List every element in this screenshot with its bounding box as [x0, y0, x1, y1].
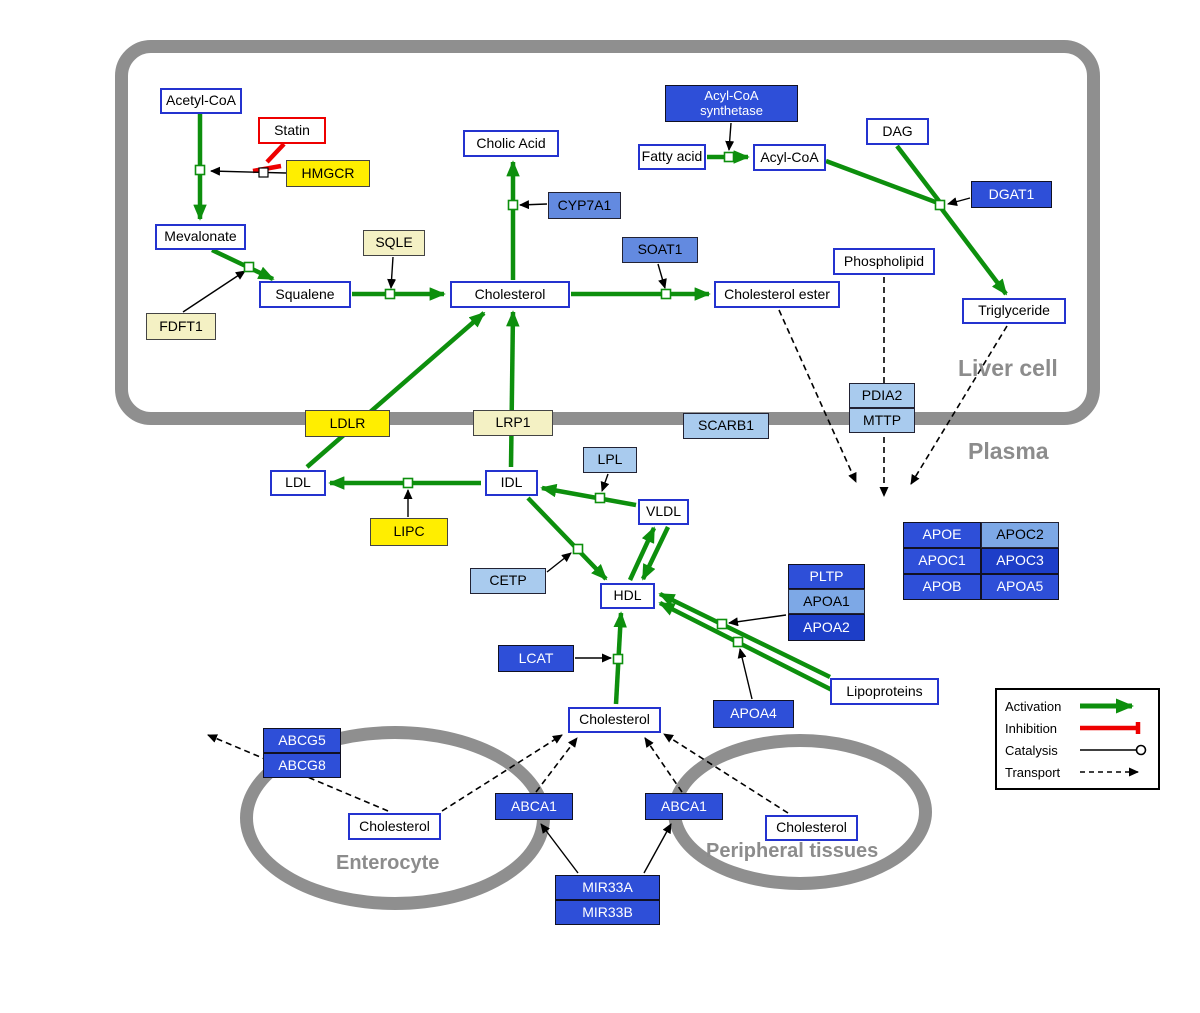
legend: Activation Inhibition Catalysis Transpor…	[995, 688, 1160, 790]
node-triglyceride[interactable]: Triglyceride	[962, 298, 1066, 324]
node-cholesterol-liver[interactable]: Cholesterol	[450, 281, 570, 308]
node-apoa2[interactable]: APOA2	[788, 614, 865, 641]
node-ldlr[interactable]: LDLR	[305, 410, 390, 437]
node-apoa5[interactable]: APOA5	[981, 574, 1059, 600]
node-mir33b[interactable]: MIR33B	[555, 900, 660, 925]
node-squalene[interactable]: Squalene	[259, 281, 351, 308]
legend-transport-row: Transport	[1005, 764, 1150, 780]
legend-activation-row: Activation	[1005, 698, 1150, 714]
node-cholesterol-peripheral[interactable]: Cholesterol	[765, 815, 858, 841]
node-acetyl-coa[interactable]: Acetyl-CoA	[160, 88, 242, 114]
node-apoc2[interactable]: APOC2	[981, 522, 1059, 548]
node-cholesterol-plasma[interactable]: Cholesterol	[568, 707, 661, 733]
node-lipc[interactable]: LIPC	[370, 518, 448, 546]
activation-arrow-icon	[1080, 698, 1134, 714]
node-lpl[interactable]: LPL	[583, 447, 637, 473]
legend-transport-label: Transport	[1005, 764, 1061, 780]
catalysis-circle-icon	[1080, 744, 1147, 756]
node-mir33a[interactable]: MIR33A	[555, 875, 660, 900]
node-fatty-acid[interactable]: Fatty acid	[638, 144, 706, 170]
node-cyp7a1[interactable]: CYP7A1	[548, 192, 621, 219]
node-apoa4[interactable]: APOA4	[713, 700, 794, 728]
plasma-label: Plasma	[968, 438, 1049, 464]
node-cholesterol-enterocyte[interactable]: Cholesterol	[348, 813, 441, 840]
node-idl[interactable]: IDL	[485, 470, 538, 496]
node-statin[interactable]: Statin	[258, 117, 326, 144]
node-sqle[interactable]: SQLE	[363, 230, 425, 256]
node-pdia2[interactable]: PDIA2	[849, 383, 915, 408]
legend-catalysis-row: Catalysis	[1005, 742, 1150, 758]
node-cetp[interactable]: CETP	[470, 568, 546, 594]
node-mttp[interactable]: MTTP	[849, 408, 915, 433]
legend-catalysis-label: Catalysis	[1005, 742, 1058, 758]
node-vldl[interactable]: VLDL	[638, 499, 689, 525]
node-abcg5[interactable]: ABCG5	[263, 728, 341, 753]
node-pltp[interactable]: PLTP	[788, 564, 865, 589]
node-lipoproteins[interactable]: Lipoproteins	[830, 678, 939, 705]
enterocyte-label: Enterocyte	[336, 852, 440, 874]
node-lcat[interactable]: LCAT	[498, 645, 574, 672]
node-acyl-coa-synthetase[interactable]: Acyl-CoA synthetase	[665, 85, 798, 122]
legend-inhibition-label: Inhibition	[1005, 720, 1058, 736]
node-apoe[interactable]: APOE	[903, 522, 981, 548]
statin-target-node	[258, 167, 269, 178]
node-ldl[interactable]: LDL	[270, 470, 326, 496]
reaction-process-nodes	[194, 151, 946, 665]
activation-edges	[193, 112, 1008, 705]
legend-inhibition-row: Inhibition	[1005, 720, 1150, 736]
node-acyl-coa[interactable]: Acyl-CoA	[753, 144, 826, 171]
inhibition-edge	[252, 142, 286, 174]
inhibition-tbar-icon	[1080, 722, 1141, 734]
node-cholesterol-ester[interactable]: Cholesterol ester	[714, 281, 840, 308]
peripheral-tissues-label: Peripheral tissues	[706, 840, 879, 862]
node-abca1-peripheral[interactable]: ABCA1	[645, 793, 723, 820]
legend-activation-label: Activation	[1005, 698, 1062, 714]
node-fdft1[interactable]: FDFT1	[146, 313, 216, 340]
node-apoa1[interactable]: APOA1	[788, 589, 865, 614]
node-apoc3[interactable]: APOC3	[981, 548, 1059, 574]
node-cholic-acid[interactable]: Cholic Acid	[463, 130, 559, 157]
node-abcg8[interactable]: ABCG8	[263, 753, 341, 778]
catalysis-edges	[182, 122, 971, 874]
liver-cell-label: Liver cell	[958, 355, 1058, 381]
node-hdl[interactable]: HDL	[600, 583, 655, 609]
node-dgat1[interactable]: DGAT1	[971, 181, 1052, 208]
node-hmgcr[interactable]: HMGCR	[286, 160, 370, 187]
node-apoc1[interactable]: APOC1	[903, 548, 981, 574]
transport-edges	[207, 277, 1008, 814]
transport-dashed-arrow-icon	[1080, 767, 1139, 777]
node-lrp1[interactable]: LRP1	[473, 410, 553, 436]
node-apob[interactable]: APOB	[903, 574, 981, 600]
node-mevalonate[interactable]: Mevalonate	[155, 224, 246, 250]
node-dag[interactable]: DAG	[866, 118, 929, 145]
node-soat1[interactable]: SOAT1	[622, 237, 698, 263]
node-scarb1[interactable]: SCARB1	[683, 413, 769, 439]
node-abca1-enterocyte[interactable]: ABCA1	[495, 793, 573, 820]
node-phospholipid[interactable]: Phospholipid	[833, 248, 935, 275]
